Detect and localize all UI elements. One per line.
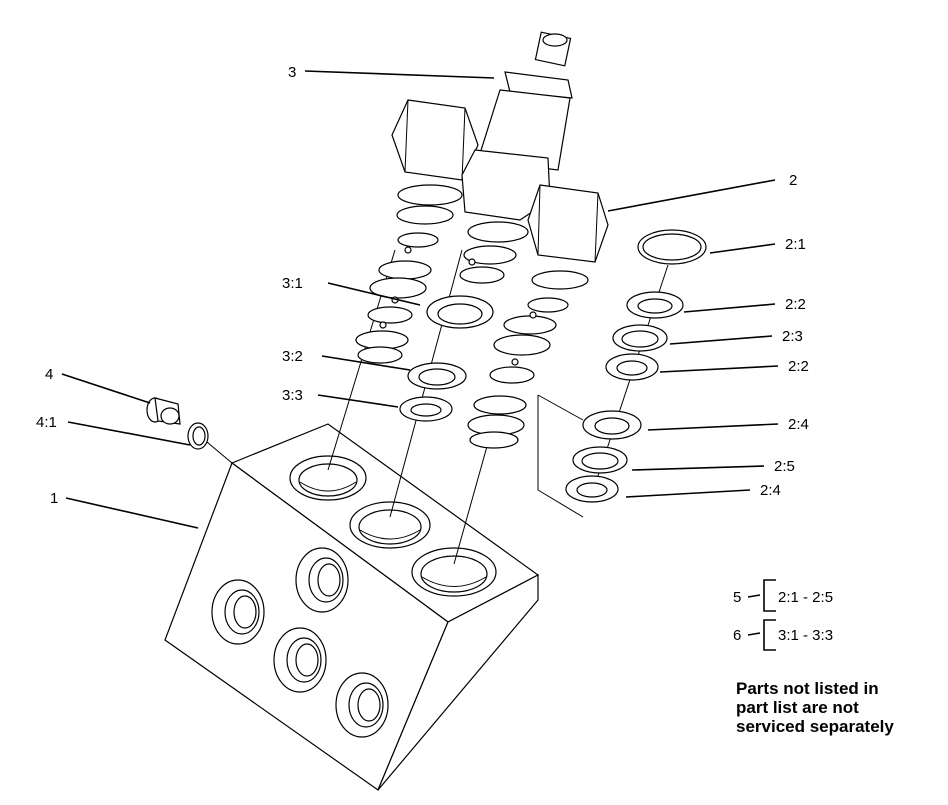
callout-2-2-bottom: 2:2: [788, 358, 809, 375]
top-port-3: [411, 547, 497, 597]
callout-3-1: 3:1: [282, 275, 303, 292]
callout-2-2-top: 2:2: [785, 296, 806, 313]
top-port-2: [349, 501, 431, 549]
cartridge-valve-right: [467, 184, 609, 449]
callout-2-1: 2:1: [785, 236, 806, 253]
side-port-2: [295, 547, 349, 613]
callout-4: 4: [45, 366, 53, 383]
kit-5-range: 2:1 - 2:5: [778, 589, 833, 606]
service-note: Parts not listed in part list are not se…: [736, 679, 941, 736]
leader-lines: [61, 70, 779, 529]
seal-3-1: [426, 295, 494, 329]
side-port-4: [335, 672, 389, 738]
seal-3-3: [399, 396, 453, 422]
relief-valve-center: [459, 31, 573, 284]
plug-4: [146, 397, 181, 425]
top-port-1: [289, 455, 367, 501]
callout-1: 1: [50, 490, 58, 507]
callout-2-5: 2:5: [774, 458, 795, 475]
kit-6-range: 3:1 - 3:3: [778, 627, 833, 644]
seal-2-2-bottom: [605, 353, 659, 381]
service-note-line-3: serviced separately: [736, 717, 894, 736]
seal-3-2: [407, 362, 467, 390]
seal-2-3: [612, 324, 668, 352]
callout-3-3: 3:3: [282, 387, 303, 404]
kit-6-number: 6: [733, 627, 741, 644]
callout-3: 3: [288, 64, 296, 81]
side-port-1: [211, 579, 265, 645]
seal-2-1: [637, 229, 707, 265]
o-ring-4-1: [187, 422, 209, 450]
callout-2-3: 2:3: [782, 328, 803, 345]
callout-labels: 3 3:1 3:2 3:3 4 4:1 1 2 2:1 2:2 2:3 2:2 …: [36, 64, 809, 507]
service-note-line-2: part list are not: [736, 698, 859, 717]
callout-3-2: 3:2: [282, 348, 303, 365]
callout-2-4-top: 2:4: [788, 416, 809, 433]
kit-reference-5: 5 2:1 - 2:5: [733, 579, 833, 612]
kit-reference-6: 6 3:1 - 3:3: [733, 619, 833, 651]
callout-4-1: 4:1: [36, 414, 57, 431]
service-note-line-1: Parts not listed in: [736, 679, 879, 698]
seal-2-4-top: [582, 410, 642, 440]
manifold-block: [164, 423, 540, 791]
cartridge-valve-left: [355, 99, 479, 364]
seal-2-5: [572, 446, 628, 474]
seal-2-2-top: [626, 291, 684, 319]
side-port-3: [273, 627, 327, 693]
seal-2-4-bottom: [565, 475, 619, 503]
kit-5-number: 5: [733, 589, 741, 606]
callout-2-4-bottom: 2:4: [760, 482, 781, 499]
callout-2: 2: [789, 172, 797, 189]
